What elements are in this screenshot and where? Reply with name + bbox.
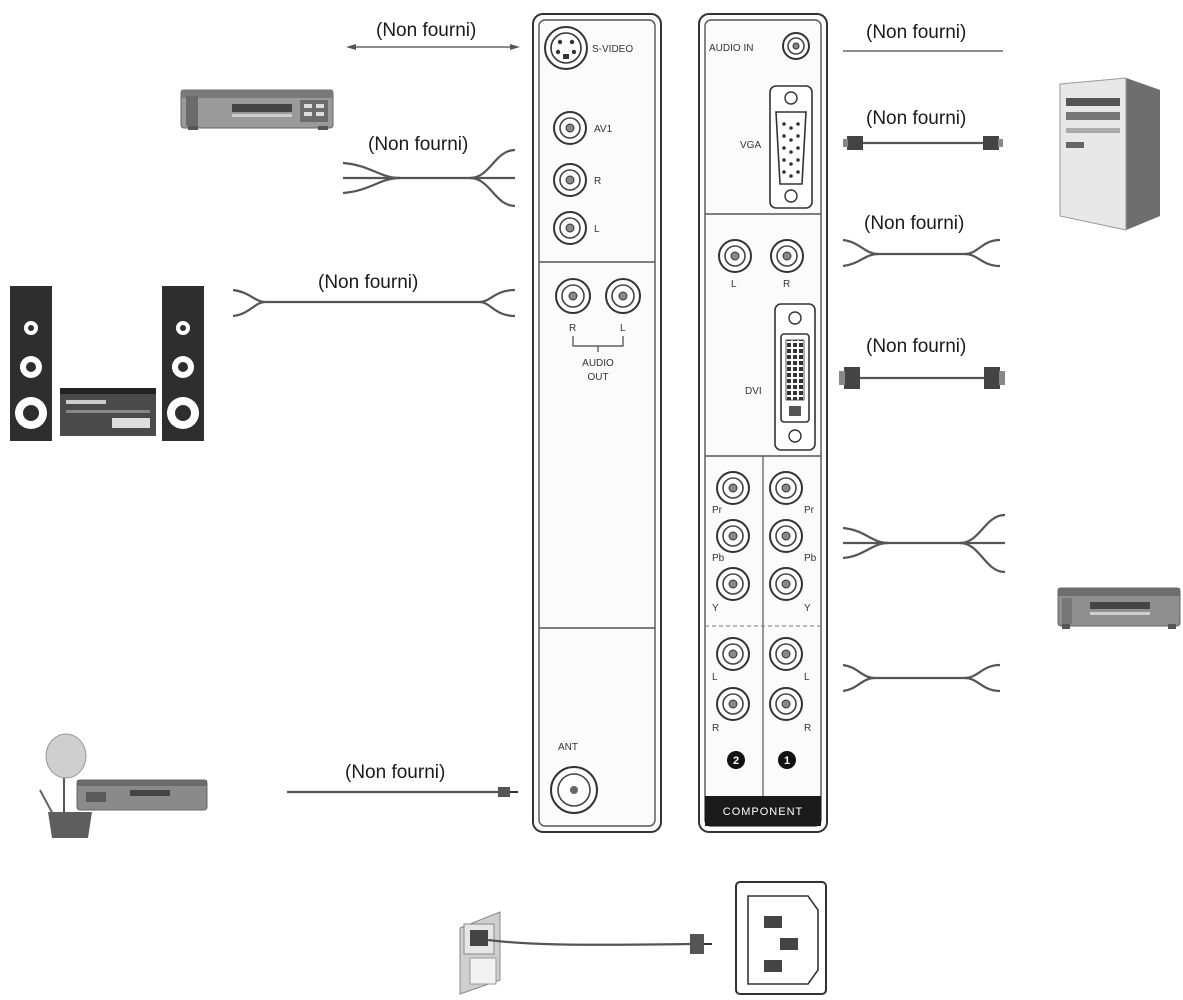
component-audio-cable: [842, 663, 1001, 693]
component-label: COMPONENT: [723, 806, 804, 818]
component1-number: 1: [784, 755, 790, 767]
av1-label: AV1: [594, 124, 613, 135]
av1-composite-cable: [342, 148, 516, 208]
left-connector-panel: S-VIDEO AV1 R L R L AUDIO OUT ANT: [532, 13, 662, 833]
antenna-receiver-icon: [39, 733, 208, 838]
right-connector-panel: AUDIO IN VGA L R DVI: [698, 13, 828, 833]
av1-audio-r-jack[interactable]: [553, 163, 587, 197]
component1-y-jack[interactable]: [769, 567, 803, 601]
audio-out-cable-label: (Non fourni): [318, 272, 418, 293]
av1-cable-label: (Non fourni): [368, 134, 468, 155]
vga-port[interactable]: [769, 85, 813, 209]
component1-pr-jack[interactable]: [769, 471, 803, 505]
pc-audio-l-jack[interactable]: [718, 239, 752, 273]
component-video-cable: [842, 513, 1006, 574]
component2-y-jack[interactable]: [716, 567, 750, 601]
pc-tower-icon: [1059, 77, 1160, 231]
component2-r-label: R: [712, 723, 719, 734]
component1-l-jack[interactable]: [769, 637, 803, 671]
av1-audio-l-jack[interactable]: [553, 211, 587, 245]
component-label-strip: [705, 796, 821, 826]
pc-audio-r-jack[interactable]: [770, 239, 804, 273]
audio-out-label-2: OUT: [587, 372, 608, 383]
antenna-cable-label: (Non fourni): [345, 762, 445, 783]
component2-number: 2: [733, 755, 739, 767]
component2-pb-label: Pb: [712, 553, 725, 564]
audio-in-cable-label: (Non fourni): [866, 22, 966, 43]
component2-l-label: L: [712, 672, 718, 683]
audio-in-label: AUDIO IN: [709, 43, 753, 54]
svideo-label: S-VIDEO: [592, 44, 633, 55]
component2-pb-jack[interactable]: [716, 519, 750, 553]
audio-out-l-jack[interactable]: [605, 278, 641, 314]
component1-l-label: L: [804, 672, 810, 683]
dvi-label: DVI: [745, 386, 762, 397]
pc-audio-r-label: R: [783, 279, 790, 290]
dvi-cable-label: (Non fourni): [866, 336, 966, 357]
audio-out-r-label: R: [569, 323, 576, 334]
pc-audio-cable: [842, 238, 1001, 268]
vga-cable: [843, 136, 1003, 150]
component2-pr-jack[interactable]: [716, 471, 750, 505]
pc-audio-cable-label: (Non fourni): [864, 213, 964, 234]
component1-number-badge: 1: [778, 751, 796, 769]
svideo-jack[interactable]: [544, 26, 588, 70]
component2-number-badge: 2: [727, 751, 745, 769]
svideo-cable: [346, 44, 520, 50]
ant-label: ANT: [558, 742, 578, 753]
hifi-speakers-icon: [10, 286, 204, 441]
component2-l-jack[interactable]: [716, 637, 750, 671]
wall-outlet-icon: [459, 911, 501, 995]
component2-pr-label: Pr: [712, 505, 723, 516]
component1-r-jack[interactable]: [769, 687, 803, 721]
av1-r-label: R: [594, 176, 601, 187]
av1-jack[interactable]: [553, 111, 587, 145]
audio-out-l-label: L: [620, 323, 626, 334]
power-cord: [487, 934, 712, 954]
audio-out-label-1: AUDIO: [582, 358, 614, 369]
dvd-player-icon: [1057, 587, 1181, 629]
ac-power-inlet[interactable]: [735, 881, 827, 995]
audio-out-r-jack[interactable]: [555, 278, 591, 314]
vga-label: VGA: [740, 140, 761, 151]
component1-y-label: Y: [804, 603, 811, 614]
component2-r-jack[interactable]: [716, 687, 750, 721]
dvi-cable: [839, 367, 1005, 389]
vcr-device-icon: [180, 89, 334, 130]
component1-r-label: R: [804, 723, 811, 734]
vga-cable-label: (Non fourni): [866, 108, 966, 129]
component1-pr-label: Pr: [804, 505, 815, 516]
component2-y-label: Y: [712, 603, 719, 614]
antenna-jack[interactable]: [550, 766, 598, 814]
pc-audio-l-label: L: [731, 279, 737, 290]
component1-pb-jack[interactable]: [769, 519, 803, 553]
component1-pb-label: Pb: [804, 553, 817, 564]
svideo-cable-label: (Non fourni): [376, 20, 476, 41]
audio-in-jack[interactable]: [782, 32, 810, 60]
av1-l-label: L: [594, 224, 600, 235]
audio-out-cable: [232, 288, 516, 318]
dvi-port[interactable]: [774, 303, 816, 451]
antenna-cable: [287, 787, 518, 797]
